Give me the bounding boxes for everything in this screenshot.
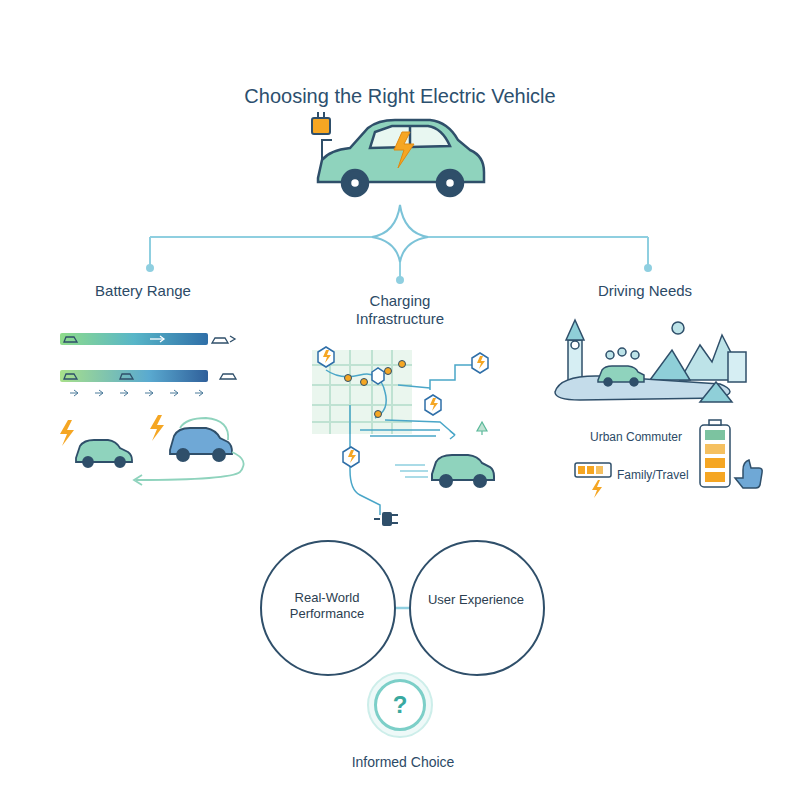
driving-scene [555, 320, 762, 498]
profile-label: Family/Travel [617, 468, 701, 482]
section-heading: Driving Needs [565, 282, 725, 300]
performance-circle: Real-World Performance [260, 540, 396, 676]
profile-label: Urban Commuter [590, 430, 700, 444]
outside-caption: Informed Choice [293, 754, 513, 771]
range-bars [60, 333, 244, 485]
connector-line [396, 608, 409, 609]
experience-circle: User Experience [409, 540, 545, 676]
circle-text: Real-World Performance [270, 590, 384, 621]
ev-car-icon [312, 112, 484, 196]
section-heading: Charging Infrastructure [330, 292, 470, 328]
section-heading: Battery Range [63, 282, 223, 300]
question-mark: ? [385, 691, 415, 720]
glow-ring [368, 673, 432, 737]
charging-map [312, 347, 494, 526]
branch-lines [147, 205, 651, 283]
question-circle: ?Informed Choice [374, 679, 426, 731]
diagram-title: Choosing the Right Electric Vehicle [0, 84, 800, 108]
circle-text: User Experience [419, 592, 533, 608]
